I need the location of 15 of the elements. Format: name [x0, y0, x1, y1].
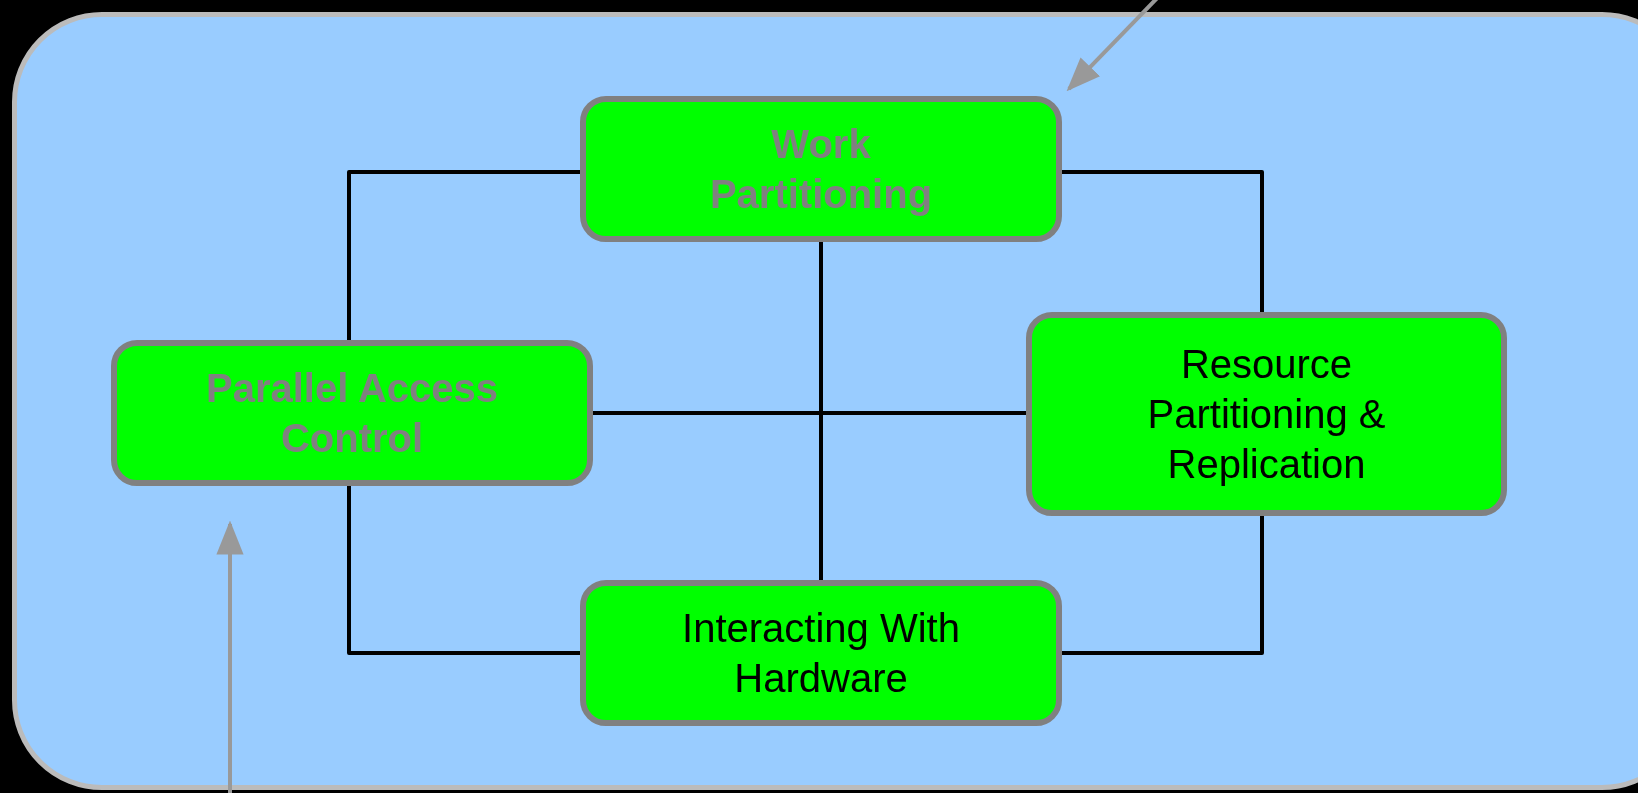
connector-line [593, 411, 1026, 415]
connector-line [1062, 516, 1264, 655]
process-box [580, 580, 1062, 726]
connector-line [347, 170, 580, 340]
connector-line [1062, 170, 1264, 312]
connector-line [347, 486, 580, 655]
box-label: Interacting With Hardware [681, 605, 961, 702]
box-label: Parallel Access Control [204, 365, 500, 462]
box-label: Resource Partitioning & Replication [1146, 341, 1387, 488]
process-box [111, 340, 593, 486]
box-label: Work Partitioning [708, 121, 934, 218]
connector-line [819, 242, 823, 580]
arrow [216, 520, 244, 793]
process-box [580, 96, 1062, 242]
process-box [1026, 312, 1507, 516]
